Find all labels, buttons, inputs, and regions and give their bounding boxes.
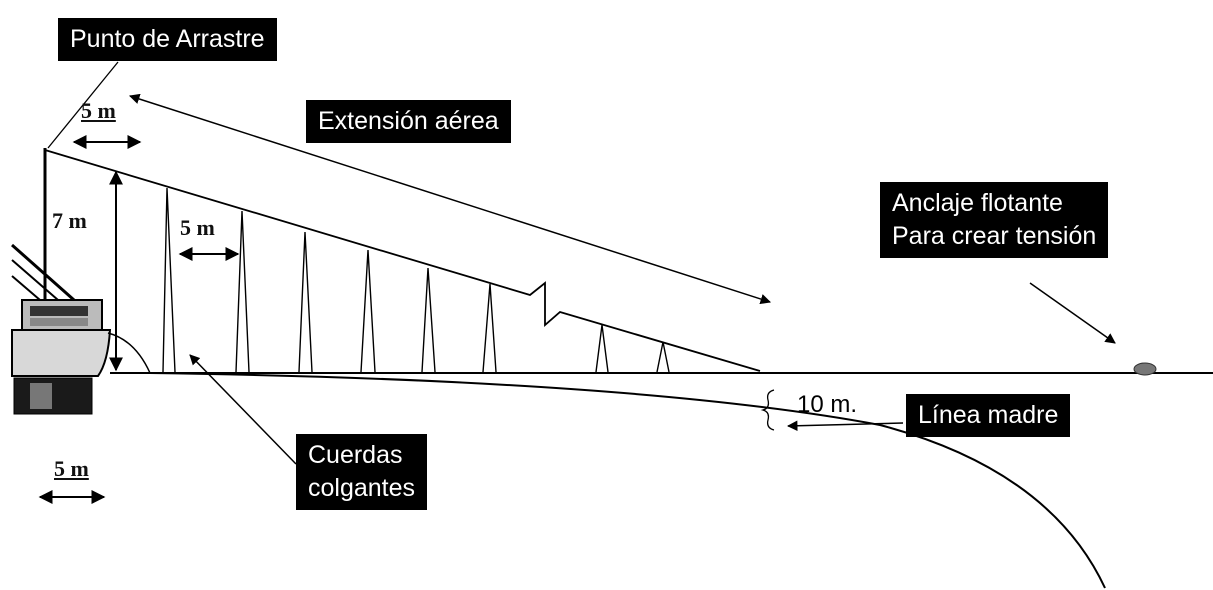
hanging-ropes-label: Cuerdas colgantes bbox=[296, 434, 428, 510]
hanging-rope bbox=[235, 210, 250, 373]
hanging-rope bbox=[595, 324, 609, 373]
floating-anchor-label: Anclaje flotante Para crear tensión bbox=[880, 182, 1109, 258]
aerial-extension-label: Extensión aérea bbox=[306, 100, 511, 143]
boat bbox=[11, 243, 112, 415]
hanging-rope bbox=[360, 249, 376, 373]
top-spacing-label: 5 m bbox=[81, 98, 116, 123]
tow-point-label: Punto de Arrastre bbox=[58, 18, 277, 61]
mother-line bbox=[149, 372, 1106, 589]
depth-brace bbox=[760, 389, 775, 431]
anchor-pointer bbox=[1029, 282, 1116, 344]
mast-height-label: 7 m bbox=[52, 208, 87, 233]
hanging-rope bbox=[298, 231, 313, 373]
mother-line-label: Línea madre bbox=[906, 394, 1071, 437]
extension-arrow bbox=[129, 93, 771, 305]
hanging-rope bbox=[656, 341, 670, 373]
hanging-ropes bbox=[162, 187, 670, 373]
mother-line-pointer bbox=[786, 420, 904, 432]
scale-label: 5 m bbox=[54, 456, 89, 481]
ropes-pointer bbox=[189, 354, 297, 465]
depth-label: 10 m. bbox=[797, 391, 858, 418]
rope-spacing-label: 5 m bbox=[180, 215, 215, 240]
hanging-rope bbox=[482, 283, 497, 373]
floating-anchor bbox=[1133, 362, 1157, 376]
hanging-rope bbox=[421, 267, 436, 373]
hanging-rope bbox=[162, 187, 176, 373]
boat-rope bbox=[107, 332, 151, 374]
tow-point-pointer bbox=[47, 61, 119, 149]
